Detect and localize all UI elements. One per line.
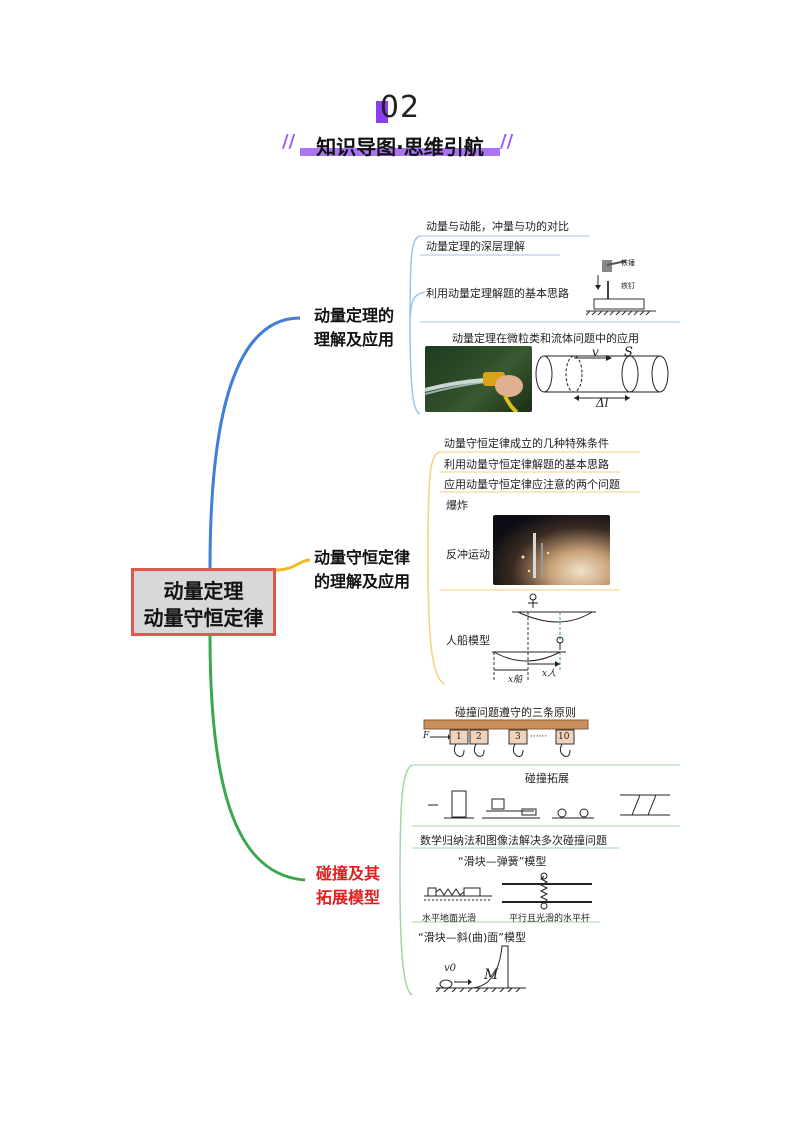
header-accent-bar	[376, 101, 388, 123]
person-displacement-label: x人	[542, 669, 557, 679]
block-ellipsis: ······	[530, 732, 548, 742]
hammer-nail-figure	[586, 260, 656, 316]
branch-2-item-5: 反冲运动	[446, 548, 490, 561]
branch-2-item-4: 爆炸	[446, 499, 468, 512]
ship-displacement-label: x船	[508, 675, 523, 685]
v0-label: v0	[444, 963, 457, 974]
branch-2-item-6: 人船模型	[446, 634, 490, 647]
slider-slope-figure	[435, 945, 526, 993]
connector-branch-3	[208, 635, 306, 882]
length-label: Δl	[596, 396, 609, 410]
connector-branch-2	[275, 558, 311, 572]
spring-right-caption: 平行且光滑的水平杆	[509, 914, 591, 924]
branch-1-item-1: 动量与动能，冲量与功的对比	[426, 220, 569, 233]
hammer-label: 铁锤	[621, 259, 635, 267]
velocity-label: v	[592, 345, 599, 359]
collision-blocks-figure	[423, 719, 589, 757]
slope-mass-label: M	[484, 967, 499, 983]
block-2-label: 2	[476, 732, 482, 742]
water-hose-photo	[425, 346, 532, 412]
branch-1-item-3: 利用动量定理解题的基本思路	[426, 287, 569, 300]
section-number: 02	[379, 90, 421, 125]
slider-spring-figure	[424, 872, 592, 910]
branch-3-item-2: 碰撞拓展	[525, 772, 569, 785]
root-node: 动量定理 动量守恒定律	[131, 568, 276, 636]
branch-3-item-3: 数学归纳法和图像法解决多次碰撞问题	[420, 834, 607, 847]
nail-label: 铁钉	[621, 282, 635, 290]
branch-1-label: 动量定理的 理解及应用	[314, 306, 395, 349]
title-deco-right: //	[500, 131, 514, 152]
branch-2-label: 动量守恒定律 的理解及应用	[314, 548, 411, 591]
force-label: F	[423, 731, 430, 741]
block-10-label: 10	[558, 732, 570, 742]
branch-1-item-4: 动量定理在微粒类和流体问题中的应用	[452, 332, 639, 345]
root-title-line2: 动量守恒定律	[143, 606, 264, 630]
branch-2-item-2: 利用动量守恒定律解题的基本思路	[444, 458, 609, 471]
rocket-launch-photo	[493, 515, 610, 585]
block-3-label: 3	[515, 732, 521, 742]
spring-left-caption: 水平地面光滑	[422, 914, 477, 924]
area-label: S	[624, 345, 633, 360]
branch-3-item-4: “滑块—弹簧”模型	[458, 855, 547, 868]
branch-2-item-1: 动量守恒定律成立的几种特殊条件	[444, 437, 609, 450]
block-1-label: 1	[456, 732, 462, 742]
branch-3-item-5: “滑块—斜(曲)面”模型	[418, 931, 526, 944]
title-highlight	[300, 148, 500, 156]
branch-3-item-1: 碰撞问题遵守的三条原则	[455, 706, 576, 719]
branch-1-item-2: 动量定理的深层理解	[426, 240, 525, 253]
connector-branch-1	[208, 316, 301, 569]
root-title-line1: 动量定理	[163, 579, 244, 603]
page-title: 知识导图·思维引航	[316, 135, 484, 159]
person-boat-figure	[492, 593, 596, 682]
branch-3-label: 碰撞及其 拓展模型	[316, 864, 381, 907]
collision-extension-figures	[428, 790, 670, 819]
title-deco-left: //	[282, 131, 296, 152]
fluid-cylinder-figure	[535, 355, 669, 401]
branch-2-item-3: 应用动量守恒定律应注意的两个问题	[444, 478, 620, 491]
